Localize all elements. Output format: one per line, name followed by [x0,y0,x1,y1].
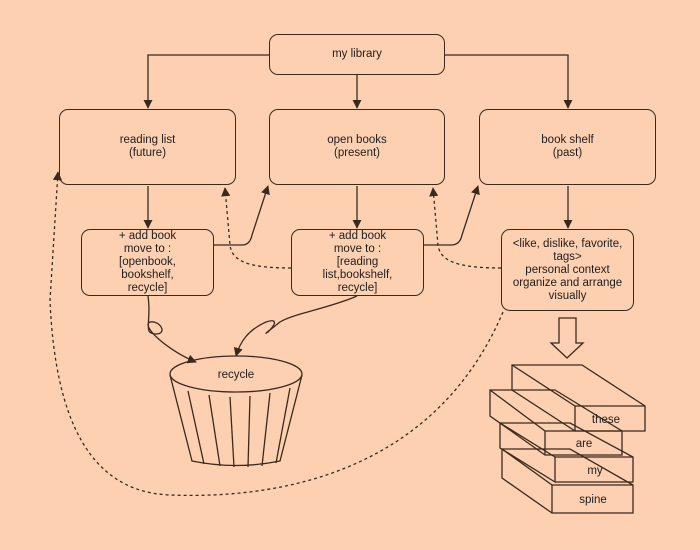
context-line: organize and arrange [512,276,623,289]
edge-root-to-reading [143,54,269,109]
recycle-bin-icon [169,355,303,468]
section-title: open books [327,134,387,146]
action-line: move to : [333,243,382,255]
edge-reading-actions-to-recycle [147,295,197,364]
section-subtitle: (past) [552,147,583,159]
spine-label: spine [579,494,607,506]
context-line: personal context [525,263,610,276]
spine-label: these [592,414,620,426]
edge-shelf-context-back-to-reading [49,171,504,497]
recycle-bin-label: recycle [218,369,254,381]
context-line: visually [548,289,587,302]
action-line: [reading [336,256,379,268]
action-line: [openbook, [119,256,176,268]
spine-label: my [587,465,603,477]
section-node-open-books: open books (present) [269,109,445,185]
action-line: + add book [118,230,177,242]
section-title: book shelf [541,134,594,146]
action-line: bookshelf, [121,269,174,281]
action-line: + add book [328,230,387,242]
spine-label: are [576,438,593,450]
section-node-book-shelf: book shelf (past) [479,109,656,185]
open-books-actions-node: + add book move to : [reading list,books… [291,229,424,296]
action-line: list,bookshelf, [322,269,393,281]
stack-pointer-arrow [549,317,585,359]
action-line: move to : [123,243,172,255]
edge-open-actions-back-to-reading [221,187,292,269]
edge-open-actions-to-recycle [233,295,358,357]
edge-root-to-shelf [445,54,573,109]
section-node-reading-list: reading list (future) [59,109,236,185]
edge-open-actions-to-shelf [424,185,480,246]
reading-list-actions-node: + add book move to : [openbook, bookshel… [81,229,214,296]
action-line: recycle] [127,282,168,294]
root-node-my-library: my library [269,34,445,75]
section-subtitle: (present) [333,147,381,159]
action-line: recycle] [337,282,378,294]
edge-shelf-context-back-to-open [429,187,502,269]
book-shelf-context-node: <like, dislike, favorite, tags> personal… [501,229,634,311]
section-subtitle: (future) [128,147,167,159]
book-stack-icon [489,364,646,514]
context-line: tags> [553,250,582,263]
context-line: <like, dislike, favorite, [512,237,623,250]
edge-reading-actions-to-open [213,185,270,246]
section-title: reading list [119,134,176,146]
root-node-label: my library [332,48,382,60]
